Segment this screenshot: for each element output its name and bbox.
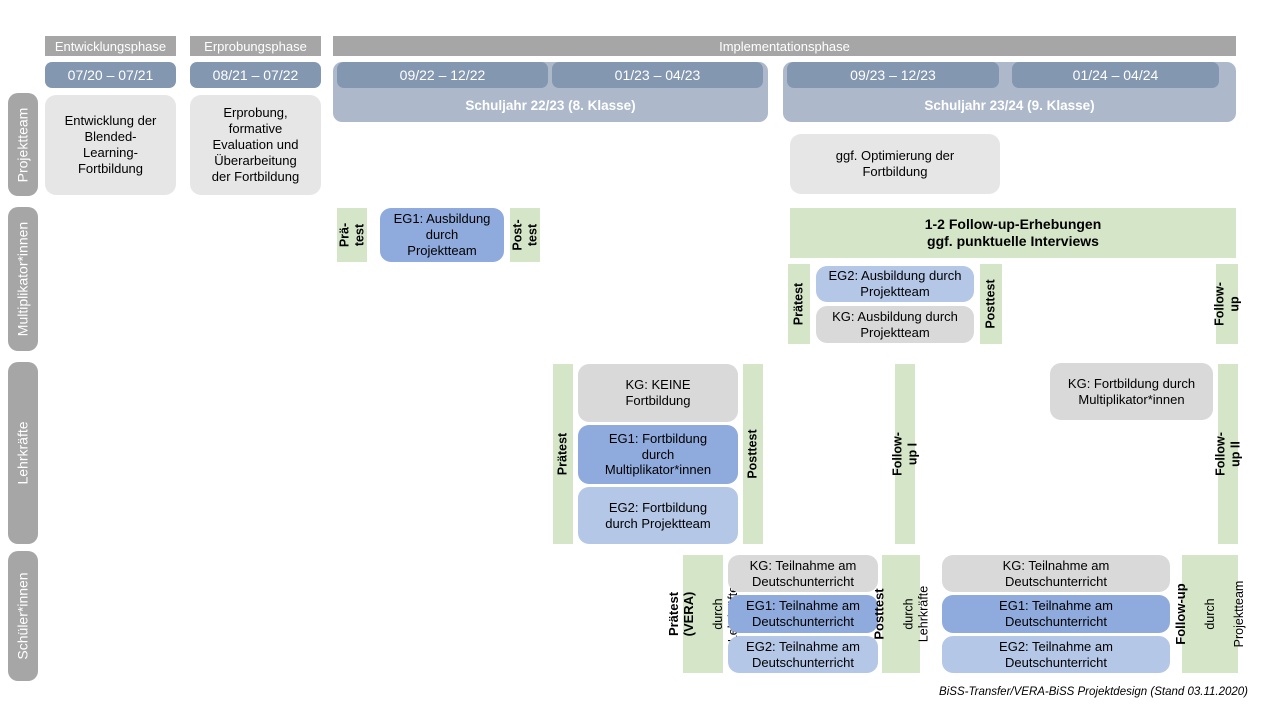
followup-label: Follow-up [1172, 583, 1188, 645]
phase-bar-implementation: Implementationsphase [333, 36, 1236, 56]
bar-followup-schueler-text: Follow-up durch Projektteam [1158, 581, 1262, 648]
box-kg-fortbildung-multiplikatoren: KG: Fortbildung durch Multiplikator*inne… [1050, 363, 1213, 420]
box-kg-deutschunterricht-2: KG: Teilnahme am Deutschunterricht [942, 555, 1170, 592]
date-box-0124-0424: 01/24 – 04/24 [1012, 62, 1219, 88]
box-entwicklung-fortbildung: Entwicklung der Blended- Learning- Fortb… [45, 95, 176, 195]
phase-bar-entwicklung: Entwicklungsphase [45, 36, 176, 56]
bar-posttest-multiplikatoren-2: Posttest [980, 264, 1002, 344]
bar-posttest-multiplikatoren-1-text: Post- test [510, 219, 539, 251]
box-optimierung-fortbildung: ggf. Optimierung der Fortbildung [790, 134, 1000, 194]
box-kg-deutschunterricht-1: KG: Teilnahme am Deutschunterricht [728, 555, 878, 592]
box-eg1-deutschunterricht-1: EG1: Teilnahme am Deutschunterricht [728, 595, 878, 633]
box-eg1-fortbildung-multiplikatoren: EG1: Fortbildung durch Multiplikator*inn… [578, 425, 738, 484]
posttest-label: Posttest [871, 588, 887, 640]
box-kg-ausbildung-projektteam: KG: Ausbildung durch Projektteam [816, 306, 974, 343]
box-eg2-fortbildung-projektteam: EG2: Fortbildung durch Projektteam [578, 487, 738, 544]
bar-followup-multiplikatoren-text: Follow-up [1212, 282, 1241, 326]
followup-sublabel-2: Projektteam [1232, 580, 1247, 648]
phase-bar-erprobung: Erprobungsphase [190, 36, 321, 56]
bar-posttest-multiplikatoren-1: Post- test [510, 208, 540, 262]
bar-praetest-lehrkraefte: Prätest [553, 364, 573, 544]
bar-followup2-lehrkraefte: Follow-up II [1213, 364, 1242, 544]
date-box-0720-0721: 07/20 – 07/21 [45, 62, 176, 88]
box-eg2-ausbildung-projektteam: EG2: Ausbildung durch Projektteam [816, 266, 974, 302]
row-label-multiplikatoren-text: Multiplikator*innen [14, 221, 31, 337]
followup-sublabel-1: durch [1202, 598, 1217, 630]
box-eg1-ausbildung-projektteam: EG1: Ausbildung durch Projektteam [380, 208, 504, 262]
bar-followup1-lehrkraefte: Follow-up I [890, 364, 919, 544]
date-box-0923-1223: 09/23 – 12/23 [787, 62, 999, 88]
posttest-sublabel: durch Lehrkräfte [901, 585, 931, 643]
bar-followup-multiplikatoren: Follow-up [1212, 264, 1241, 344]
bar-posttest-schueler-text: Posttest durch Lehrkräfte [856, 586, 945, 642]
box-eg1-deutschunterricht-2: EG1: Teilnahme am Deutschunterricht [942, 595, 1170, 633]
bar-praetest-vera-schueler: Prätest (VERA) durch Lehrkräfte [666, 555, 740, 673]
bar-praetest-multiplikatoren-1: Prä- test [337, 208, 367, 262]
row-label-schueler: Schüler*innen [8, 551, 38, 681]
diagram-caption: BiSS-Transfer/VERA-BiSS Projektdesign (S… [939, 686, 1248, 698]
bar-praetest-multiplikatoren-1-text: Prä- test [337, 222, 366, 248]
bar-praetest-multiplikatoren-2-text: Prätest [791, 282, 806, 326]
date-box-0821-0722: 08/21 – 07/22 [190, 62, 321, 88]
row-label-multiplikatoren: Multiplikator*innen [8, 207, 38, 351]
box-eg2-deutschunterricht-2: EG2: Teilnahme am Deutschunterricht [942, 636, 1170, 673]
bar-followup1-lehrkraefte-text: Follow-up I [890, 432, 919, 476]
row-label-lehrkraefte-text: Lehrkräfte [14, 421, 31, 485]
box-erprobung-evaluation: Erprobung, formative Evaluation und Über… [190, 95, 321, 195]
bar-posttest-schueler: Posttest durch Lehrkräfte [871, 555, 930, 673]
bar-praetest-multiplikatoren-2: Prätest [788, 264, 810, 344]
row-label-projektteam-text: Projektteam [14, 107, 31, 182]
bar-followup2-lehrkraefte-text: Follow-up II [1213, 432, 1242, 476]
bar-posttest-lehrkraefte-text: Posttest [745, 429, 760, 479]
row-label-projektteam: Projektteam [8, 93, 38, 196]
box-followup-erhebungen-interviews: 1-2 Follow-up-Erhebungen ggf. punktuelle… [790, 208, 1236, 258]
row-label-lehrkraefte: Lehrkräfte [8, 362, 38, 544]
praetest-vera-label: Prätest (VERA) [665, 591, 696, 637]
bar-posttest-lehrkraefte: Posttest [743, 364, 763, 544]
date-box-0123-0423: 01/23 – 04/23 [552, 62, 763, 88]
box-kg-keine-fortbildung: KG: KEINE Fortbildung [578, 364, 738, 422]
bar-praetest-lehrkraefte-text: Prätest [555, 432, 570, 476]
row-label-schueler-text: Schüler*innen [14, 572, 31, 660]
bar-posttest-multiplikatoren-2-text: Posttest [983, 279, 998, 329]
box-eg2-deutschunterricht-1: EG2: Teilnahme am Deutschunterricht [728, 636, 878, 673]
bar-followup-schueler: Follow-up durch Projektteam [1173, 555, 1246, 673]
date-box-0922-1222: 09/22 – 12/22 [337, 62, 548, 88]
